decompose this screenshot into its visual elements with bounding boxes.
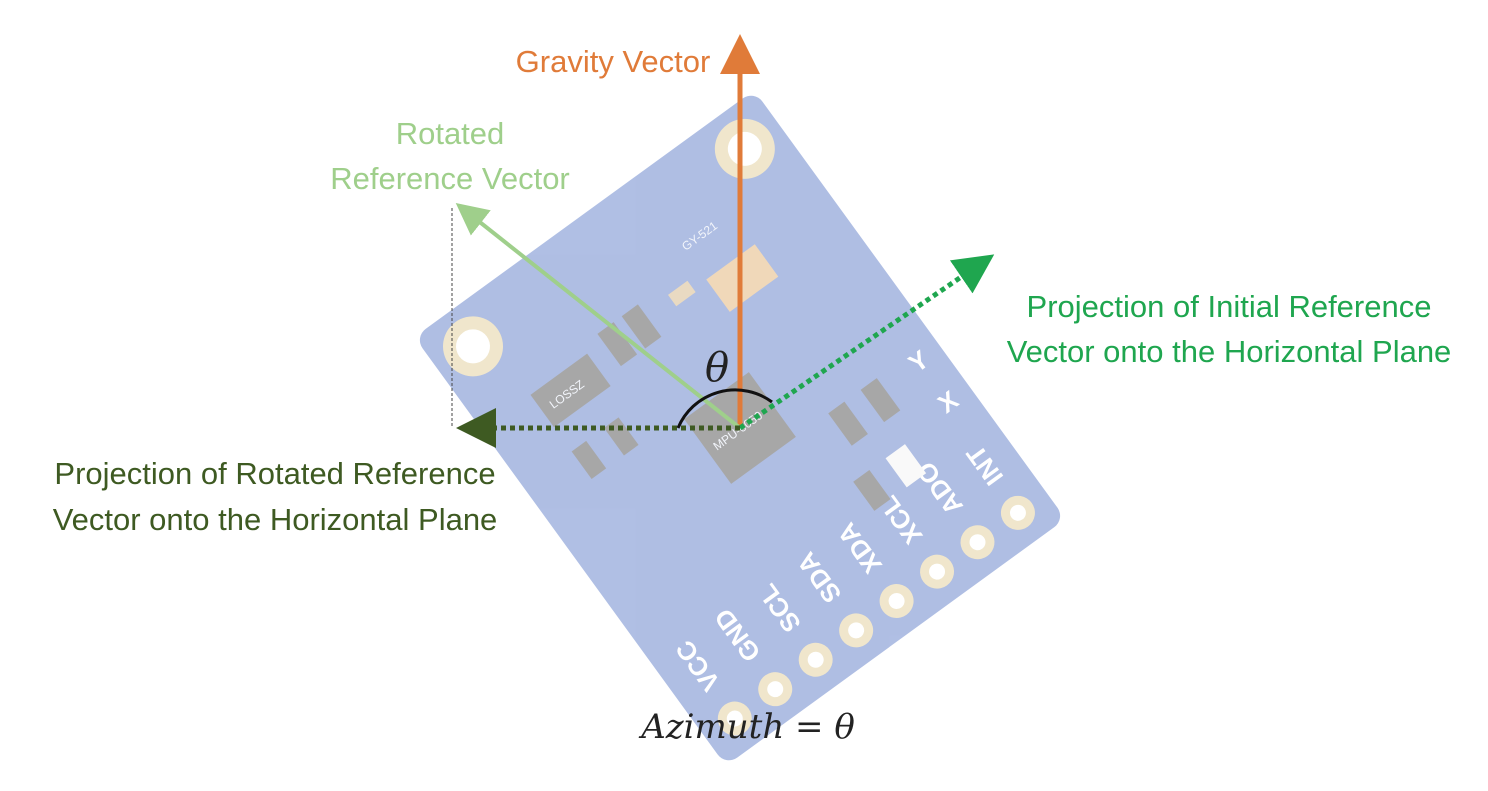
rotated-reference-label-line2: Reference Vector (330, 161, 570, 196)
rotated-projection-label-line1: Projection of Rotated Reference (54, 456, 495, 491)
gravity-vector-label: Gravity Vector (516, 44, 711, 79)
theta-label: θ (705, 345, 729, 391)
rotated-projection-label-line2: Vector onto the Horizontal Plane (53, 502, 498, 537)
azimuth-formula: Azimuth = θ (638, 707, 855, 747)
initial-projection-label-line1: Projection of Initial Reference (1027, 289, 1432, 324)
rotated-reference-label-line1: Rotated (396, 116, 505, 151)
initial-projection-label-line2: Vector onto the Horizontal Plane (1007, 334, 1452, 369)
